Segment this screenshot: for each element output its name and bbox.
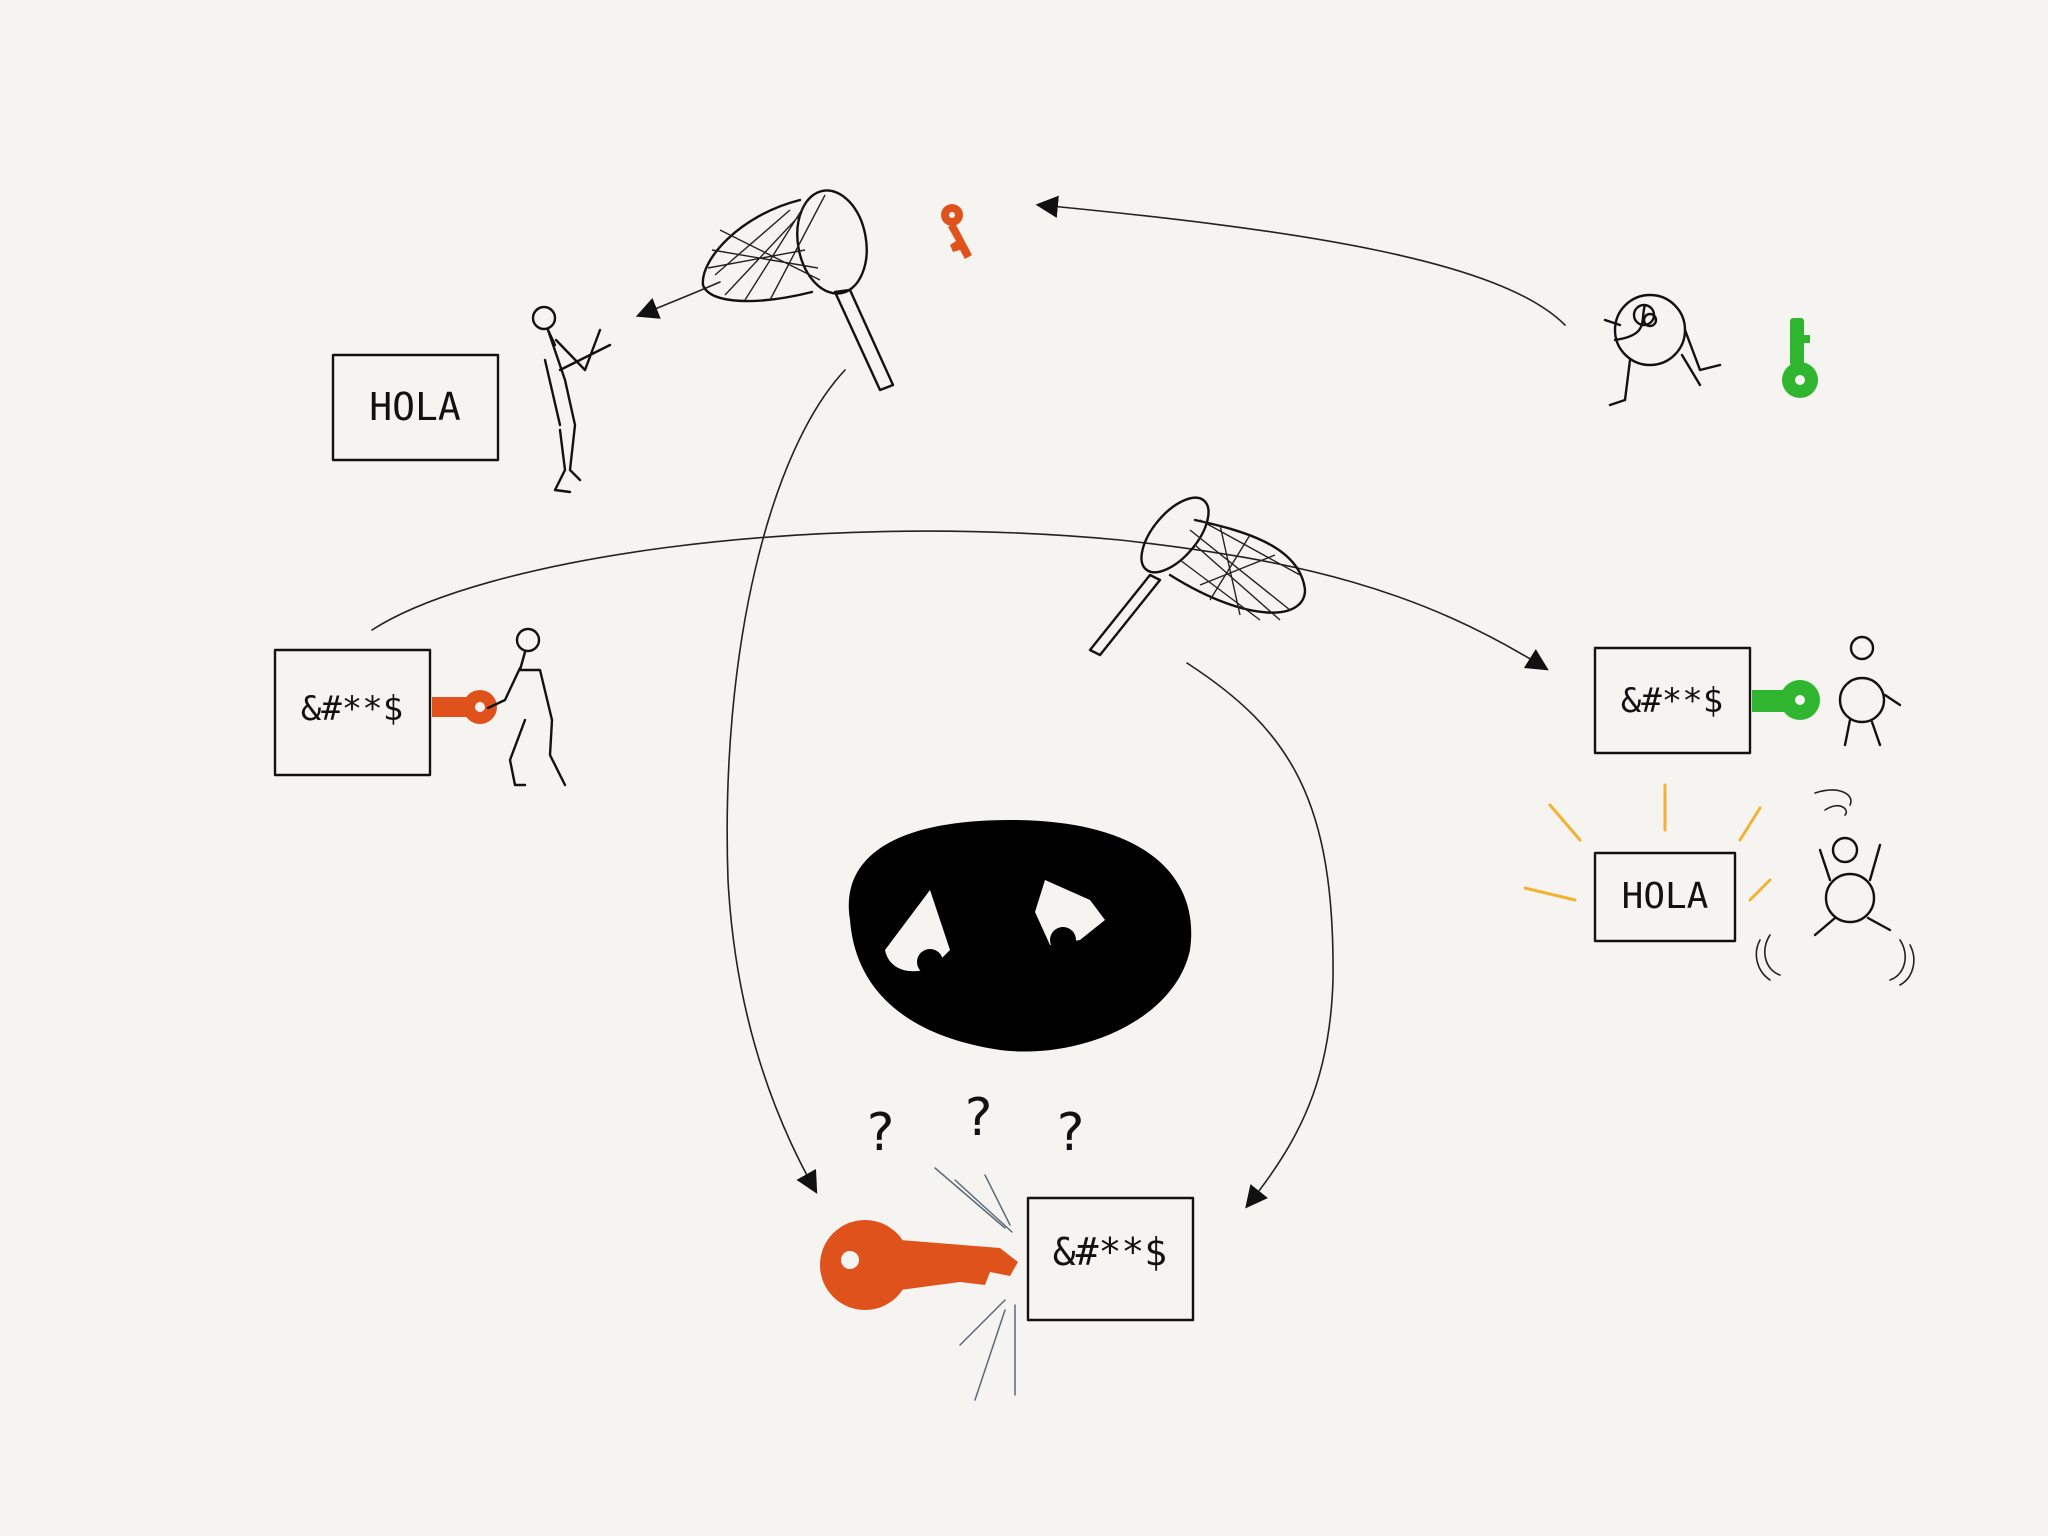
question-mark: ? bbox=[962, 1088, 993, 1148]
message-box-cipher: &#**$ bbox=[1026, 1196, 1195, 1322]
spark-lines bbox=[934, 1167, 1016, 1401]
key-icon bbox=[1752, 680, 1820, 720]
arrow-net-to-eve-key bbox=[726, 369, 846, 1194]
stick-figure-icon bbox=[1603, 293, 1722, 407]
message-box-cipher: &#**$ bbox=[1593, 646, 1752, 755]
question-mark: ? bbox=[864, 1103, 895, 1163]
message-box-cipher: &#**$ bbox=[273, 648, 432, 777]
key-icon bbox=[432, 690, 497, 724]
box-label: HOLA bbox=[1622, 876, 1709, 917]
key-icon bbox=[1782, 318, 1818, 398]
butterfly-net-icon bbox=[1088, 496, 1307, 657]
glow-rays bbox=[1523, 783, 1772, 902]
stick-figure-icon bbox=[1838, 635, 1902, 747]
stick-figure-icon bbox=[486, 627, 567, 787]
stick-figure-icon bbox=[1755, 789, 1915, 986]
arrow-alice-to-bob-message bbox=[371, 530, 1549, 671]
question-mark: ? bbox=[1054, 1103, 1085, 1163]
box-label: &#**$ bbox=[1053, 1230, 1167, 1274]
butterfly-net-icon bbox=[701, 189, 895, 392]
key-icon bbox=[820, 1220, 1018, 1310]
message-box-plain: HOLA bbox=[331, 353, 500, 462]
message-box-plain: HOLA bbox=[1593, 851, 1737, 943]
arrow-net-to-eve-cipher bbox=[1186, 662, 1334, 1209]
eavesdropper-eyes-icon bbox=[848, 820, 1192, 1052]
key-icon bbox=[941, 204, 972, 259]
stick-figure-icon bbox=[531, 305, 612, 494]
arrow-net-to-alice bbox=[635, 281, 721, 319]
arrow-bob-to-public-key bbox=[1035, 195, 1566, 326]
box-label: HOLA bbox=[369, 385, 461, 429]
box-label: &#**$ bbox=[301, 689, 403, 729]
box-label: &#**$ bbox=[1621, 681, 1723, 721]
